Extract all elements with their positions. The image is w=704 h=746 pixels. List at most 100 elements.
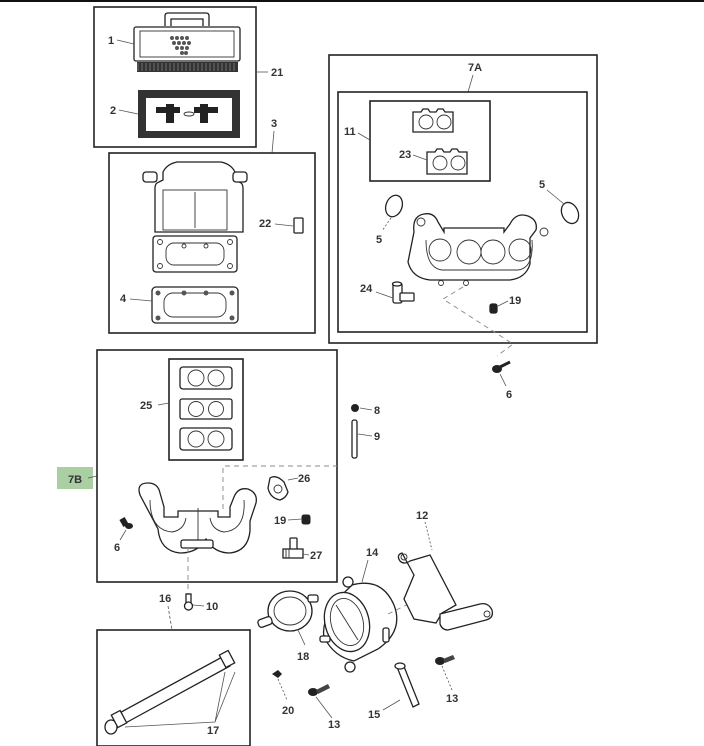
part-6-bolt-a[interactable] [492,360,511,373]
part-9-stud[interactable] [351,419,358,459]
air-cleaner-base-group: 3 22 4 [108,118,316,334]
leader-9 [357,433,373,437]
callout-19a[interactable]: 19 [509,295,521,307]
part-2-pre-cleaner[interactable] [138,90,240,138]
leader-6a [499,373,507,387]
callout-5-right[interactable]: 5 [539,179,545,191]
callout-7b[interactable]: 7B [68,474,82,486]
leader-16 [167,605,173,631]
callout-10[interactable]: 10 [206,601,218,613]
callout-18[interactable]: 18 [297,651,309,663]
outer-box-7a [328,54,598,344]
fuel-line-box [96,629,251,746]
leader-18 [297,629,306,646]
leader-5-left [381,217,392,232]
part-3-air-cleaner-base[interactable] [142,161,248,273]
part-13-screw-b[interactable] [435,655,455,665]
callout-4[interactable]: 4 [120,293,127,305]
top-border [0,0,704,2]
leader-1 [116,39,135,45]
part-19-plug-a[interactable] [489,303,498,314]
callout-25[interactable]: 25 [140,400,152,412]
part-5-o-ring-left[interactable] [383,193,406,219]
leader-23 [412,154,428,161]
part-4-gasket[interactable] [151,286,239,324]
callout-13b[interactable]: 13 [446,693,458,705]
part-23-gasket[interactable] [426,148,468,175]
part-11-gasket[interactable] [412,108,454,133]
assembly-line-7a [442,286,514,357]
gasket-set-box-25 [168,358,244,461]
leader-14 [361,559,369,583]
part-7a-intake-manifold[interactable] [407,213,549,286]
callout-5-left[interactable]: 5 [376,234,382,246]
part-12-bracket[interactable] [397,552,494,631]
part-14-fuel-pump[interactable] [318,576,398,673]
gasket-kit-box-11 [369,100,491,182]
leader-19a [497,300,509,307]
part-25-gasket-set[interactable] [179,366,233,451]
part-19-plug-b[interactable] [301,514,311,525]
callout-6a[interactable]: 6 [506,389,512,401]
callout-19b[interactable]: 19 [274,515,286,527]
leader-10 [192,604,205,607]
part-15-fuel-hose-short[interactable] [394,662,420,708]
part-22-sleeve[interactable] [293,217,304,234]
callout-22[interactable]: 22 [259,218,271,230]
part-20-fitting[interactable] [272,670,282,678]
leader-13a [315,696,333,719]
part-18-fuel-filter[interactable] [257,590,319,632]
leader-8 [359,407,373,411]
callout-21[interactable]: 21 [271,67,283,79]
callout-20[interactable]: 20 [282,705,294,717]
part-5-o-ring-right[interactable] [558,200,582,227]
part-13-screw-a[interactable] [308,684,330,696]
manifold-kit-a-group: 7A 11 23 5 5 [328,54,598,401]
callout-13a[interactable]: 13 [328,719,340,731]
callout-24[interactable]: 24 [360,283,373,295]
leader-3 [271,130,275,154]
callout-8[interactable]: 8 [374,405,380,417]
callout-27[interactable]: 27 [310,550,322,562]
callout-17[interactable]: 17 [207,725,219,737]
air-filter-kit-group: 1 2 21 [93,6,283,148]
callout-1[interactable]: 1 [108,35,114,47]
callout-23[interactable]: 23 [399,149,411,161]
leader-27 [302,553,310,556]
callout-14[interactable]: 14 [366,547,379,559]
leader-13b [441,665,453,691]
callout-3[interactable]: 3 [271,118,277,130]
leader-17 [124,671,236,728]
callout-9[interactable]: 9 [374,431,380,443]
part-7b-intake-manifold[interactable] [138,482,257,554]
leader-22 [274,223,294,227]
callout-12[interactable]: 12 [416,510,428,522]
callout-2[interactable]: 2 [110,105,116,117]
leader-5-right [546,189,565,205]
callout-6b[interactable]: 6 [114,542,120,554]
part-6-bolt-b[interactable] [119,517,133,529]
part-24-elbow-fitting[interactable] [391,281,415,304]
leader-24 [375,291,394,299]
leader-25 [157,402,170,406]
air-cleaner-base-box [108,152,316,334]
part-26-gasket[interactable] [267,476,289,501]
fuel-line-group: 16 17 [96,593,251,746]
callout-26[interactable]: 26 [298,473,310,485]
callout-16[interactable]: 16 [159,593,171,605]
callout-7b-highlight [57,467,93,489]
part-17-hose-clamps[interactable] [110,649,236,729]
inner-box-7a [337,91,588,333]
part-10-bolt[interactable] [183,593,194,611]
leader-26 [287,477,299,481]
part-8-nut[interactable] [351,404,359,412]
callout-11[interactable]: 11 [344,126,356,138]
leader-6b [119,529,127,541]
callout-7a[interactable]: 7A [468,62,482,74]
part-1-air-filter[interactable] [133,12,241,72]
callout-15[interactable]: 15 [368,709,380,721]
leader-7b [87,475,98,479]
part-27-tee-fitting[interactable] [282,537,304,559]
assembly-line-7b [222,465,337,509]
